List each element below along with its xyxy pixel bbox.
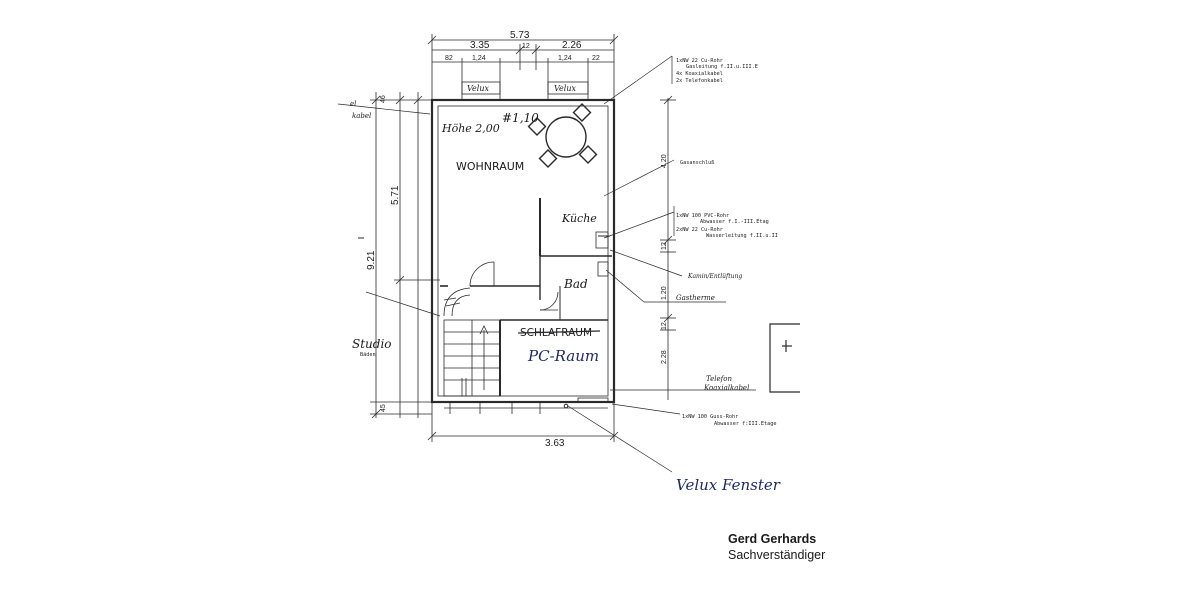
note-pvc-rohr-line: Abwasser f.I.-III.Etag — [700, 219, 769, 225]
dim-left-921: 9.21 — [366, 250, 377, 270]
dim-right-12a: 12 — [661, 242, 668, 250]
annotation-leaders — [337, 55, 756, 473]
note-pvc-rohr-title: 1xNW 100 PVC-Rohr — [676, 213, 729, 219]
signature-role: Sachverständiger — [728, 548, 826, 562]
dim-sub-22: 22 — [592, 55, 600, 62]
velux-label-left: Velux — [467, 84, 489, 93]
note-guss-rohr-line: Abwasser f:III.Etage — [714, 421, 776, 427]
note-gastherme: Gastherme — [676, 294, 715, 302]
velux-label-right: Velux — [554, 84, 576, 93]
dim-left-46: 46 — [380, 95, 387, 103]
velux-fenster-marker — [563, 403, 569, 409]
dim-sub-82: 82 — [445, 55, 453, 62]
room-level-label: #1,10 — [502, 111, 539, 125]
dim-right-228: 2.28 — [661, 350, 668, 364]
note-guss-rohr-title: 1xNW 100 Guss-Rohr — [682, 414, 738, 420]
note-left-kabel: kabel — [352, 112, 371, 120]
bottom-wall-detail — [427, 402, 619, 442]
note-telefon-hand: Telefon — [706, 375, 732, 383]
right-dimensions — [660, 95, 676, 400]
signature-block: Gerd Gerhards Sachverständiger — [728, 531, 825, 563]
note-cu-rohr-title: 1xNW 22 Cu-Rohr — [676, 58, 723, 64]
room-label-schlafraum: SCHLAFRAUM — [520, 327, 592, 339]
dim-left-571: 5.71 — [390, 185, 401, 205]
note-cu-rohr-line: Gasleitung f.II.u.III.E — [686, 64, 758, 70]
note-cu-rohr2-line: Wasserleitung f.II.u.II — [706, 233, 778, 239]
fixtures — [577, 231, 609, 403]
dim-bottom-width: 3.63 — [545, 438, 565, 449]
note-cu-rohr2-title: 2xNW 22 Cu-Rohr — [676, 227, 723, 233]
note-gasanschluss: Gasanschluß — [680, 160, 714, 166]
note-telefon: 2x Telefonkabel — [676, 78, 723, 84]
left-dimensions — [370, 92, 440, 419]
neighbour-plan-fragment — [769, 323, 800, 393]
dining-table — [527, 103, 598, 168]
dim-left-width: 3.35 — [470, 40, 490, 51]
schlafraum-strike — [517, 330, 601, 334]
dim-right-420: 4.20 — [661, 154, 668, 168]
dim-mid-gap: 12 — [522, 43, 530, 50]
top-dimensions — [427, 34, 619, 100]
velux-window-right — [547, 81, 589, 95]
dim-left-45: 45 — [380, 404, 387, 412]
room-label-bad: Bad — [563, 277, 588, 291]
note-studio-sub: Bäden — [360, 352, 376, 358]
note-studio: Studio — [352, 337, 392, 351]
staircase — [443, 287, 501, 397]
doors — [469, 261, 559, 311]
note-koaxkabel-hand: Koaxialkabel — [703, 384, 749, 392]
dim-total-width: 5.73 — [510, 30, 530, 41]
room-label-wohnraum: WOHNRAUM — [456, 160, 524, 173]
velux-window-left — [461, 81, 501, 95]
room-label-pc-raum: PC-Raum — [527, 347, 599, 365]
dim-right-120: 1.20 — [661, 286, 668, 300]
note-left-el: el — [350, 100, 356, 108]
room-label-kueche: Küche — [561, 212, 597, 225]
note-kamin: Kamin/Entlüftung — [687, 273, 742, 280]
dim-sub-124-left: 1,24 — [472, 55, 486, 62]
room-height-label: Höhe 2,00 — [441, 122, 500, 135]
dim-sub-124-right: 1,24 — [558, 55, 572, 62]
note-koax: 4x Koaxialkabel — [676, 71, 723, 77]
dim-right-12b: 12 — [661, 322, 668, 330]
note-velux-fenster: Velux Fenster — [676, 476, 781, 494]
dim-right-width: 2.26 — [562, 40, 582, 51]
signature-name: Gerd Gerhards — [728, 532, 817, 546]
